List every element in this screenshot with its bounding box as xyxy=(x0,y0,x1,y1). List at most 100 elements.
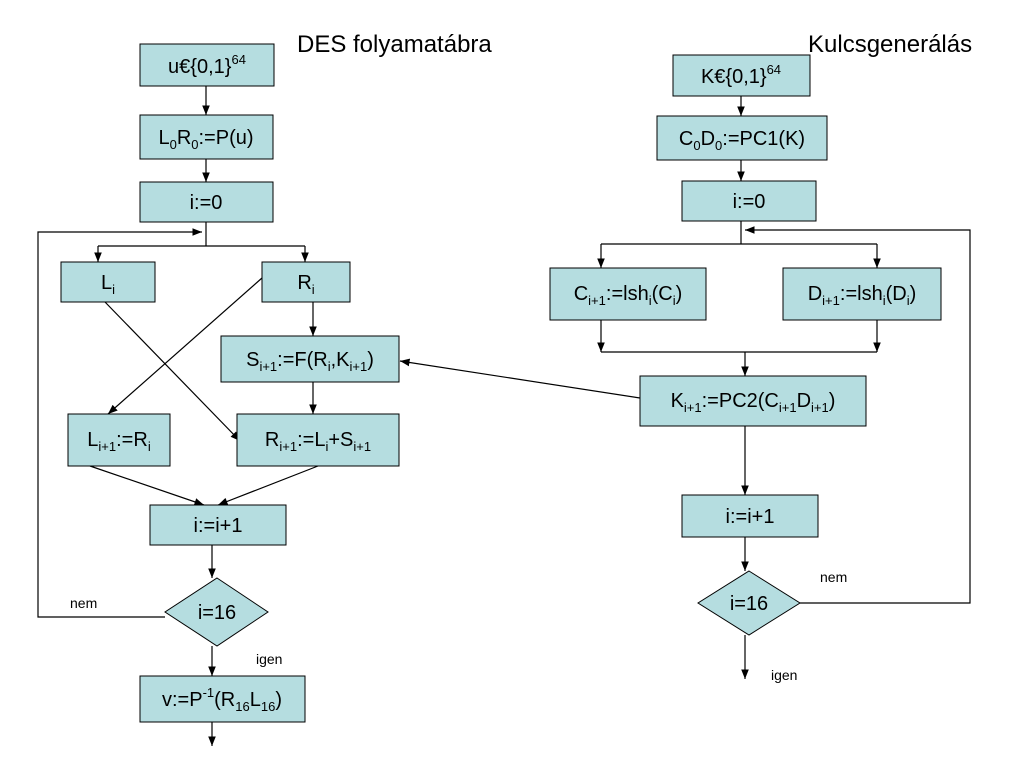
key-pc2-box: Ki+1:=PC2(Ci+1Di+1) xyxy=(639,375,867,427)
key-flow: K€{0,1}64 C0D0:=PC1(K) i:=0 Ci+1:=lshi(C… xyxy=(399,54,971,683)
des-inc-label: i:=i+1 xyxy=(194,515,243,537)
key-c-text: (C xyxy=(652,283,673,305)
des-s-text: ,K xyxy=(331,349,351,371)
key-d-box: Di+1:=lshi(Di) xyxy=(782,267,942,321)
key-yes-label: igen xyxy=(771,667,797,683)
des-yes-label: igen xyxy=(256,651,282,667)
des-output-sub: 16 xyxy=(261,699,275,714)
arrow-rnext-to-inc xyxy=(217,465,319,506)
key-pc2-text: :=PC2(C xyxy=(702,390,779,412)
key-pc1-box: C0D0:=PC1(K) xyxy=(656,115,828,161)
arrow-lnext-to-inc xyxy=(89,465,205,506)
key-pc2-text: D xyxy=(797,390,811,412)
key-init-box: i:=0 xyxy=(681,180,817,222)
svg-text:Ri+1:=Li+Si+1: Ri+1:=Li+Si+1 xyxy=(265,429,371,454)
key-title: Kulcsgenerálás xyxy=(808,31,972,58)
key-no-label: nem xyxy=(820,569,847,585)
key-c-sub: i xyxy=(649,293,652,308)
des-output-text: L xyxy=(250,689,261,711)
des-output-text: v:=P xyxy=(162,689,203,711)
key-cond-label: i=16 xyxy=(730,593,768,615)
des-rnext-text: R xyxy=(265,429,279,451)
des-cond-diamond: i=16 xyxy=(164,577,269,647)
des-s-text: ) xyxy=(367,349,374,371)
des-inc-box: i:=i+1 xyxy=(149,504,287,546)
des-perm-sub: 0 xyxy=(170,137,177,152)
des-no-label: nem xyxy=(70,595,97,611)
des-title: DES folyamatábra xyxy=(297,31,492,58)
des-right-text: R xyxy=(297,272,311,294)
key-pc1-text: :=PC1(K) xyxy=(722,128,805,150)
des-rnext-text: +S xyxy=(328,429,353,451)
key-pc1-sub: 0 xyxy=(693,138,700,153)
des-left-box: Li xyxy=(60,261,156,303)
des-output-sub: 16 xyxy=(235,699,249,714)
key-cond-diamond: i=16 xyxy=(697,570,801,636)
svg-text:Ci+1:=lshi(Ci): Ci+1:=lshi(Ci) xyxy=(574,283,683,308)
des-rnext-text: :=L xyxy=(297,429,325,451)
arrow-pc2-to-s xyxy=(399,358,641,399)
des-s-sub: i xyxy=(328,359,331,374)
des-cond-label: i=16 xyxy=(198,602,236,624)
key-inc-box: i:=i+1 xyxy=(681,494,819,538)
des-s-text: S xyxy=(246,349,259,371)
key-c-text: ) xyxy=(676,283,683,305)
des-right-sub: i xyxy=(312,282,315,297)
des-perm-text: L xyxy=(158,127,169,149)
des-input-sup: 64 xyxy=(231,52,245,67)
key-pc2-text: K xyxy=(671,390,685,412)
svg-text:Si+1:=F(Ri,Ki+1): Si+1:=F(Ri,Ki+1) xyxy=(246,349,374,374)
des-perm-sub: 0 xyxy=(191,137,198,152)
key-c-box: Ci+1:=lshi(Ci) xyxy=(549,267,707,321)
des-rnext-sub: i+1 xyxy=(353,439,371,454)
key-input-label: K€{0,1} xyxy=(701,66,767,88)
des-rnext-box: Ri+1:=Li+Si+1 xyxy=(236,413,400,467)
des-init-label: i:=0 xyxy=(190,192,223,214)
des-flow: u€{0,1}64 L0R0:=P(u) i:=0 Li Ri xyxy=(37,43,400,746)
svg-text:u€{0,1}64: u€{0,1}64 xyxy=(168,52,246,78)
key-d-sub: i xyxy=(883,293,886,308)
key-loop-back-line xyxy=(745,226,971,604)
key-c-text: :=lsh xyxy=(606,283,649,305)
des-lnext-text: L xyxy=(87,429,98,451)
des-rnext-sub: i xyxy=(325,439,328,454)
arrow-left-to-rnext xyxy=(104,301,241,442)
key-pc1-text: D xyxy=(701,128,715,150)
svg-text:Ki+1:=PC2(Ci+1Di+1): Ki+1:=PC2(Ci+1Di+1) xyxy=(671,390,836,415)
des-s-text: :=F(R xyxy=(277,349,328,371)
des-s-sub: i+1 xyxy=(259,359,277,374)
des-perm-box: L0R0:=P(u) xyxy=(139,114,274,160)
key-c-sub: i+1 xyxy=(588,293,606,308)
loop-back-line xyxy=(37,228,202,618)
key-pc1-sub: 0 xyxy=(715,138,722,153)
svg-text:v:=P-1(R16L16): v:=P-1(R16L16) xyxy=(162,685,282,714)
key-input-sup: 64 xyxy=(767,62,781,77)
des-lnext-sub: i+1 xyxy=(98,439,116,454)
key-pc1-text: C xyxy=(679,128,693,150)
des-rnext-sub: i+1 xyxy=(279,439,297,454)
key-pc2-sub: i+1 xyxy=(684,400,702,415)
svg-text:Li+1:=Ri: Li+1:=Ri xyxy=(87,429,151,454)
key-init-label: i:=0 xyxy=(733,191,766,213)
des-output-text: (R xyxy=(214,689,235,711)
des-perm-text: R xyxy=(177,127,191,149)
des-right-box: Ri xyxy=(261,261,351,303)
des-lnext-text: :=R xyxy=(116,429,148,451)
des-perm-text: :=P(u) xyxy=(199,127,254,149)
des-init-box: i:=0 xyxy=(139,181,274,223)
des-input-label: u€{0,1} xyxy=(168,56,232,78)
des-output-box: v:=P-1(R16L16) xyxy=(139,675,306,723)
key-d-text: D xyxy=(808,283,822,305)
key-c-sub: i xyxy=(673,293,676,308)
svg-text:C0D0:=PC1(K): C0D0:=PC1(K) xyxy=(679,128,805,153)
des-lnext-sub: i xyxy=(148,439,151,454)
des-output-text: ) xyxy=(275,689,282,711)
key-d-text: :=lsh xyxy=(840,283,883,305)
key-pc2-sub: i+1 xyxy=(779,400,797,415)
des-lnext-box: Li+1:=Ri xyxy=(67,413,171,467)
key-d-sub: i+1 xyxy=(822,293,840,308)
svg-text:Di+1:=lshi(Di): Di+1:=lshi(Di) xyxy=(808,283,917,308)
svg-text:K€{0,1}64: K€{0,1}64 xyxy=(701,62,781,88)
key-c-text: C xyxy=(574,283,588,305)
